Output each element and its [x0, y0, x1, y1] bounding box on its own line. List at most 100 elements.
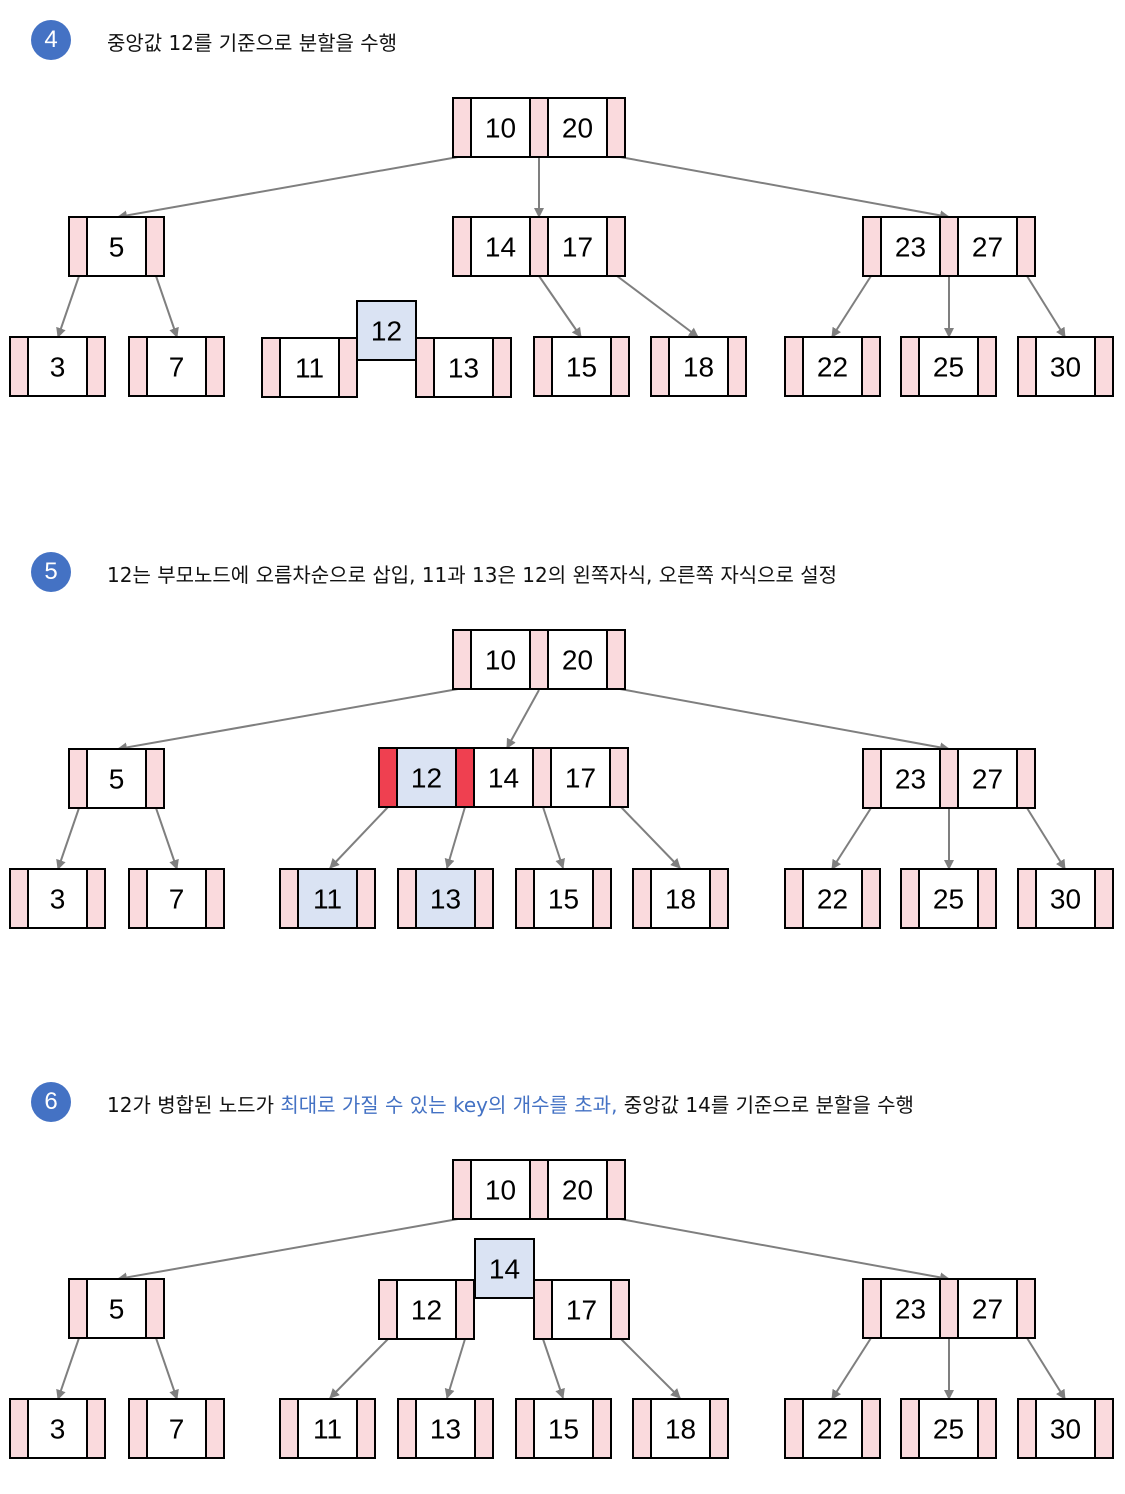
key-cell	[415, 1398, 476, 1459]
pointer-cell	[606, 97, 626, 158]
edge-arrow	[155, 807, 179, 870]
key-value: 30	[1050, 352, 1081, 383]
btree-node-l30: 30	[1017, 336, 1114, 397]
key-cell	[356, 300, 417, 361]
key-cell	[802, 1398, 863, 1459]
btree-node-l7: 7	[128, 1398, 225, 1459]
pointer-cell	[397, 868, 417, 929]
pointer-cell	[205, 868, 225, 929]
btree-node-l3: 3	[9, 868, 106, 929]
key-cell	[86, 1278, 147, 1339]
pointer-cell	[529, 97, 549, 158]
pointer-cell	[939, 748, 959, 809]
key-cell	[474, 1238, 535, 1299]
key-value: 7	[169, 884, 185, 915]
key-value: 20	[562, 1175, 593, 1206]
key-value: 12	[371, 316, 402, 347]
btree-node-l15: 15	[515, 1398, 612, 1459]
btree-node-n5: 5	[68, 216, 165, 277]
key-value: 27	[972, 1294, 1003, 1325]
description-text: 12는 부모노드에 오름차순으로 삽입, 11과 13은 12의 왼쪽자식, 오…	[107, 563, 838, 587]
edge-arrow	[56, 807, 80, 870]
key-value: 23	[895, 232, 926, 263]
pointer-cell	[86, 868, 106, 929]
pointer-cell	[784, 1398, 804, 1459]
step-description: 12는 부모노드에 오름차순으로 삽입, 11과 13은 12의 왼쪽자식, 오…	[107, 559, 837, 588]
key-cell	[551, 336, 612, 397]
btree-node-l13: 13	[397, 868, 494, 929]
pointer-cell	[632, 868, 652, 929]
key-value: 5	[109, 1294, 125, 1325]
key-value: 3	[50, 884, 66, 915]
pointer-cell	[977, 1398, 997, 1459]
pointer-cell	[784, 868, 804, 929]
pointer-cell	[1094, 868, 1114, 929]
key-value: 7	[169, 1414, 185, 1445]
btree-node-n5: 5	[68, 1278, 165, 1339]
edge-arrow	[444, 806, 466, 869]
btree-node-l22: 22	[784, 1398, 881, 1459]
key-value: 20	[562, 645, 593, 676]
key-cell	[473, 747, 534, 808]
pointer-cell	[861, 336, 881, 397]
key-value: 17	[562, 232, 593, 263]
edge-arrow	[538, 275, 582, 338]
btree-node-l11: 11	[279, 1398, 376, 1459]
description-text: 12가 병합된 노드가	[107, 1093, 281, 1117]
pointer-cell	[452, 629, 472, 690]
pointer-cell	[592, 868, 612, 929]
btree-node-l30: 30	[1017, 868, 1114, 929]
key-cell	[415, 868, 476, 929]
pointer-cell	[378, 747, 398, 808]
pointer-cell	[592, 1398, 612, 1459]
btree-node-n5: 5	[68, 748, 165, 809]
pointer-cell	[415, 337, 435, 398]
pointer-cell	[455, 1279, 475, 1340]
btree-node-l25: 25	[900, 1398, 997, 1459]
edge-arrow	[117, 1218, 459, 1283]
key-value: 10	[485, 113, 516, 144]
btree-node-median: 14	[474, 1238, 535, 1299]
edge-arrow	[616, 275, 699, 338]
edge-arrow	[329, 1338, 389, 1399]
pointer-cell	[261, 337, 281, 398]
btree-node-l18: 18	[650, 336, 747, 397]
pointer-cell	[356, 868, 376, 929]
pointer-cell	[474, 1398, 494, 1459]
btree-node-l3: 3	[9, 1398, 106, 1459]
key-value: 13	[430, 1414, 461, 1445]
edge-arrow	[619, 156, 950, 221]
pointer-cell	[205, 336, 225, 397]
edge-arrow	[542, 806, 565, 869]
edge-arrow	[155, 1337, 179, 1400]
pointer-cell	[145, 748, 165, 809]
pointer-cell	[900, 868, 920, 929]
key-cell	[880, 748, 941, 809]
key-cell	[533, 868, 594, 929]
btree-node-l15: 15	[515, 868, 612, 929]
pointer-cell	[9, 1398, 29, 1459]
pointer-cell	[709, 1398, 729, 1459]
key-value: 10	[485, 645, 516, 676]
btree-node-root: 10 20	[452, 629, 626, 690]
key-cell	[880, 1278, 941, 1339]
key-cell	[27, 1398, 88, 1459]
key-value: 11	[295, 353, 324, 384]
key-value: 13	[448, 353, 479, 384]
pointer-cell	[9, 336, 29, 397]
pointer-cell	[861, 1398, 881, 1459]
key-value: 27	[972, 764, 1003, 795]
edge-arrow	[444, 1338, 466, 1399]
pointer-cell	[1094, 1398, 1114, 1459]
key-cell	[550, 747, 611, 808]
key-cell	[957, 216, 1018, 277]
key-value: 5	[109, 764, 125, 795]
key-value: 17	[566, 1295, 597, 1326]
pointer-cell	[68, 216, 88, 277]
edge-arrow	[619, 688, 950, 753]
